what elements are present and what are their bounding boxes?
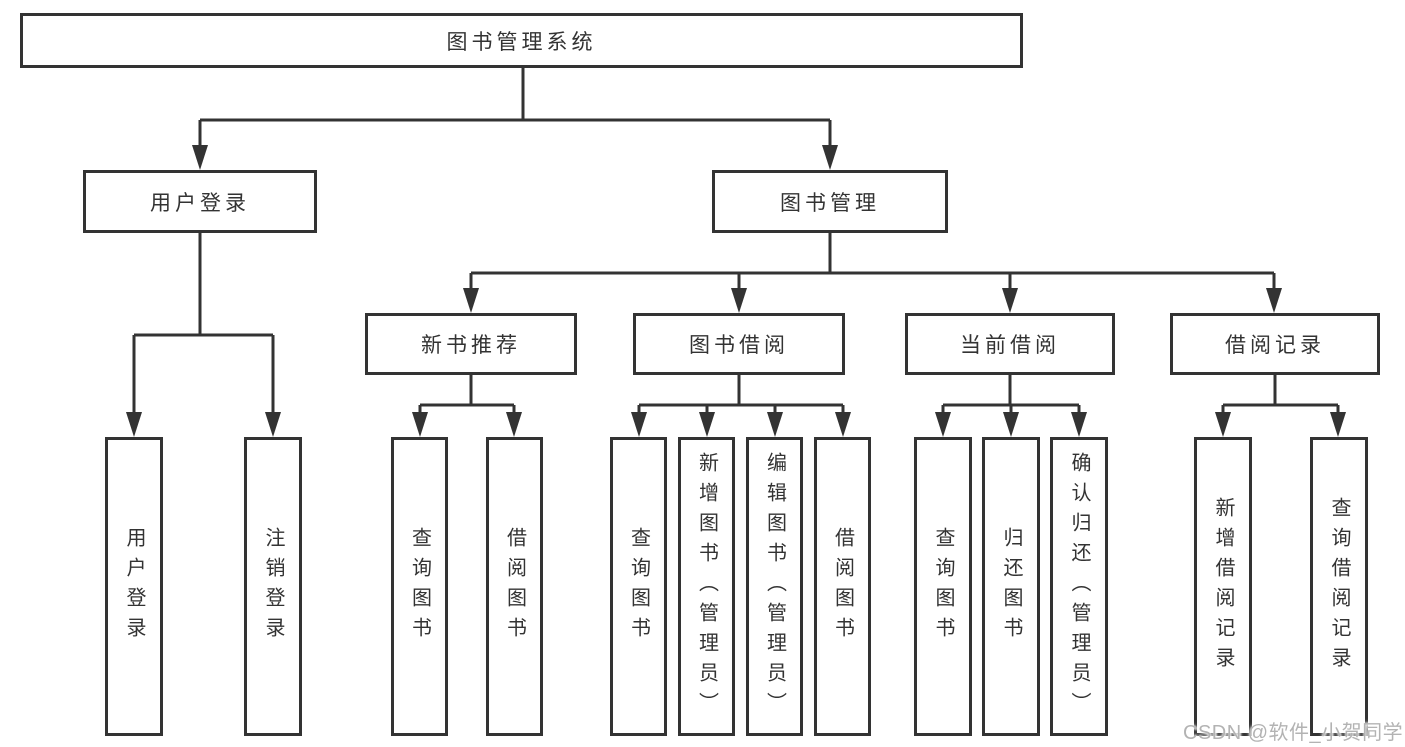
node-book-borrow: 图书借阅 bbox=[633, 313, 845, 375]
leaf-query-borrow-record: 查询借阅记录 bbox=[1310, 437, 1368, 736]
arrowhead bbox=[126, 412, 142, 437]
arrowhead bbox=[631, 412, 647, 437]
arrowhead bbox=[935, 412, 951, 437]
leaf-borrow-query-books-label: 查询图书 bbox=[627, 526, 650, 647]
leaf-current-query-books: 查询图书 bbox=[914, 437, 972, 736]
arrowhead bbox=[1002, 288, 1018, 313]
arrowhead bbox=[1266, 288, 1282, 313]
leaf-add-books-admin-label: 新增图书（管理员） bbox=[695, 451, 718, 722]
leaf-recommend-borrow-books-label: 借阅图书 bbox=[503, 526, 526, 647]
node-user-login-label: 用户登录 bbox=[150, 191, 250, 215]
leaf-recommend-borrow-books: 借阅图书 bbox=[486, 437, 543, 736]
leaf-add-books-admin: 新增图书（管理员） bbox=[678, 437, 735, 736]
arrowhead bbox=[265, 412, 281, 437]
leaf-confirm-return-admin-label: 确认归还（管理员） bbox=[1068, 451, 1090, 722]
node-book-management: 图书管理 bbox=[712, 170, 948, 233]
arrowhead bbox=[822, 145, 838, 170]
leaf-user-login: 用户登录 bbox=[105, 437, 163, 736]
connector-bookborrow-to-leaves bbox=[637, 375, 845, 419]
arrowhead bbox=[835, 412, 851, 437]
leaf-borrow-query-books: 查询图书 bbox=[610, 437, 667, 736]
leaf-current-query-books-label: 查询图书 bbox=[932, 526, 954, 647]
leaf-query-borrow-record-label: 查询借阅记录 bbox=[1328, 496, 1350, 677]
node-new-book-recommend-label: 新书推荐 bbox=[421, 334, 521, 357]
node-current-borrow: 当前借阅 bbox=[905, 313, 1115, 375]
leaf-logout: 注销登录 bbox=[244, 437, 302, 736]
node-borrow-records-label: 借阅记录 bbox=[1225, 334, 1325, 357]
leaf-borrow-books: 借阅图书 bbox=[814, 437, 871, 736]
leaf-return-books: 归还图书 bbox=[982, 437, 1040, 736]
node-user-login: 用户登录 bbox=[83, 170, 317, 233]
watermark-csdn: CSDN @软件_小贺同学 bbox=[1183, 722, 1404, 744]
connector-userlogin-to-leaves bbox=[132, 233, 275, 419]
arrowhead bbox=[1330, 412, 1346, 437]
arrowhead bbox=[192, 145, 208, 170]
leaf-add-borrow-record: 新增借阅记录 bbox=[1194, 437, 1252, 736]
leaf-add-borrow-record-label: 新增借阅记录 bbox=[1212, 496, 1234, 677]
node-borrow-records: 借阅记录 bbox=[1170, 313, 1380, 375]
leaf-recommend-query-books: 查询图书 bbox=[391, 437, 448, 736]
connector-root-to-level2 bbox=[198, 68, 832, 152]
arrowhead bbox=[1071, 412, 1087, 437]
connector-records-to-leaves bbox=[1221, 375, 1340, 419]
leaf-confirm-return-admin: 确认归还（管理员） bbox=[1050, 437, 1108, 736]
node-book-borrow-label: 图书借阅 bbox=[689, 334, 789, 357]
node-new-book-recommend: 新书推荐 bbox=[365, 313, 577, 375]
arrowhead bbox=[767, 412, 783, 437]
arrowhead bbox=[1003, 412, 1019, 437]
arrowhead bbox=[506, 412, 522, 437]
leaf-return-books-label: 归还图书 bbox=[1000, 526, 1022, 647]
leaf-edit-books-admin: 编辑图书（管理员） bbox=[746, 437, 803, 736]
arrowhead bbox=[1215, 412, 1231, 437]
leaf-user-login-label: 用户登录 bbox=[123, 526, 145, 647]
node-system-root: 图书管理系统 bbox=[20, 13, 1023, 68]
connector-bookmgmt-to-level3 bbox=[469, 233, 1276, 295]
leaf-logout-label: 注销登录 bbox=[262, 526, 284, 647]
leaf-edit-books-admin-label: 编辑图书（管理员） bbox=[763, 451, 786, 722]
arrowheads bbox=[126, 145, 1346, 437]
arrowhead bbox=[412, 412, 428, 437]
node-current-borrow-label: 当前借阅 bbox=[960, 334, 1060, 357]
node-system-root-label: 图书管理系统 bbox=[446, 30, 597, 54]
leaf-borrow-books-label: 借阅图书 bbox=[831, 526, 854, 647]
arrowhead bbox=[699, 412, 715, 437]
arrowhead bbox=[463, 288, 479, 313]
node-book-management-label: 图书管理 bbox=[780, 191, 880, 215]
connector-newbook-to-leaves bbox=[418, 375, 516, 419]
leaf-recommend-query-books-label: 查询图书 bbox=[408, 526, 431, 647]
arrowhead bbox=[731, 288, 747, 313]
